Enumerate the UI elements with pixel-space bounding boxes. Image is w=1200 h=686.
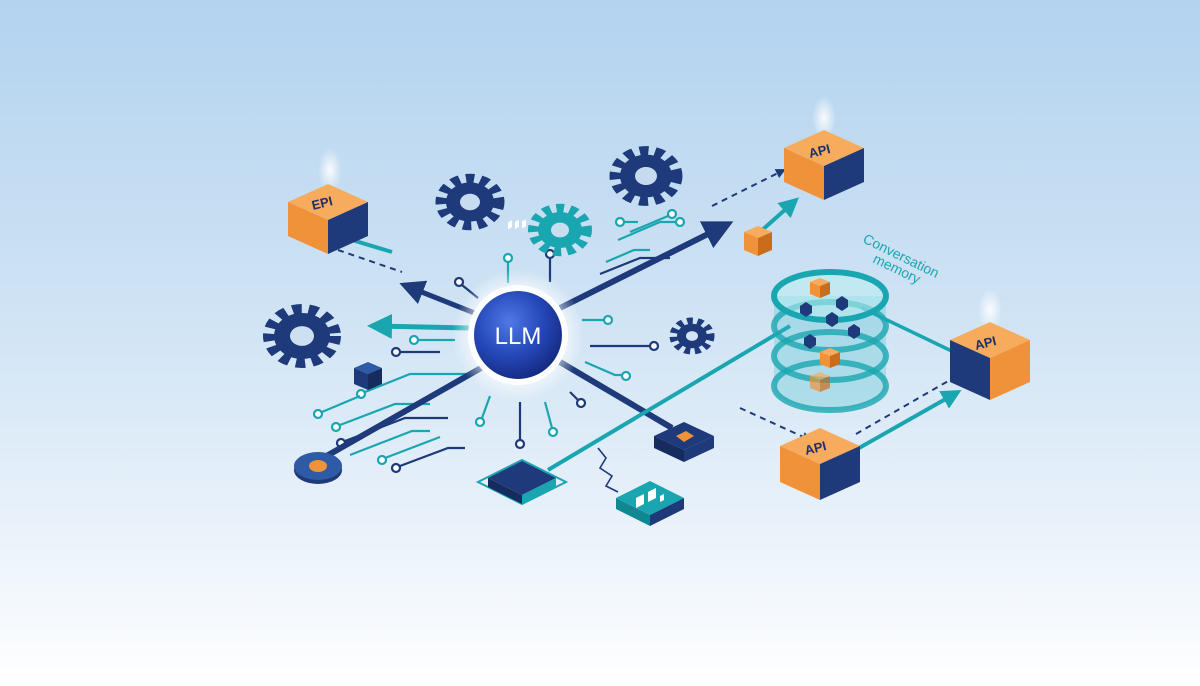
arrow-icon [558, 221, 734, 311]
connector-line [546, 324, 792, 472]
main-arrows [314, 169, 963, 472]
chip-icon [475, 219, 569, 506]
connector-line [314, 361, 490, 465]
box-api-right: API [950, 288, 1030, 400]
arrow-icon [758, 197, 799, 234]
llm-core: LLM [452, 269, 584, 401]
box-api-bottom: API [780, 428, 860, 500]
box-api-top-label: API [807, 141, 832, 161]
gear-icon [435, 173, 505, 231]
cube-icon [820, 348, 840, 368]
llm-label: LLM [495, 323, 542, 350]
circuit-node-icon [294, 452, 342, 484]
arrow-icon [711, 169, 786, 207]
cube-icon [354, 362, 382, 390]
dashed-connector [337, 249, 403, 273]
connector-line [351, 238, 393, 254]
dashed-connector [855, 379, 951, 435]
box-api-right-label: API [973, 333, 998, 353]
gear-icon [609, 146, 683, 206]
gear-icon [528, 203, 592, 257]
box-api-top: API [784, 96, 864, 200]
chip-icon [616, 481, 684, 526]
chip-icon [654, 422, 714, 462]
conversation-memory-cylinder: Conversation memory [771, 230, 942, 413]
box-epi-label: EPI [310, 193, 334, 213]
connector-line [558, 359, 674, 431]
cube-icon [810, 278, 830, 298]
cube-icon [744, 226, 772, 256]
cube-icon [810, 372, 830, 392]
arrow-icon [739, 407, 812, 442]
box-api-bottom-label: API [803, 438, 828, 458]
box-epi: EPI [288, 148, 368, 254]
gear-icon [669, 317, 715, 355]
gear-icon [263, 304, 341, 368]
arrow-icon [851, 390, 962, 454]
